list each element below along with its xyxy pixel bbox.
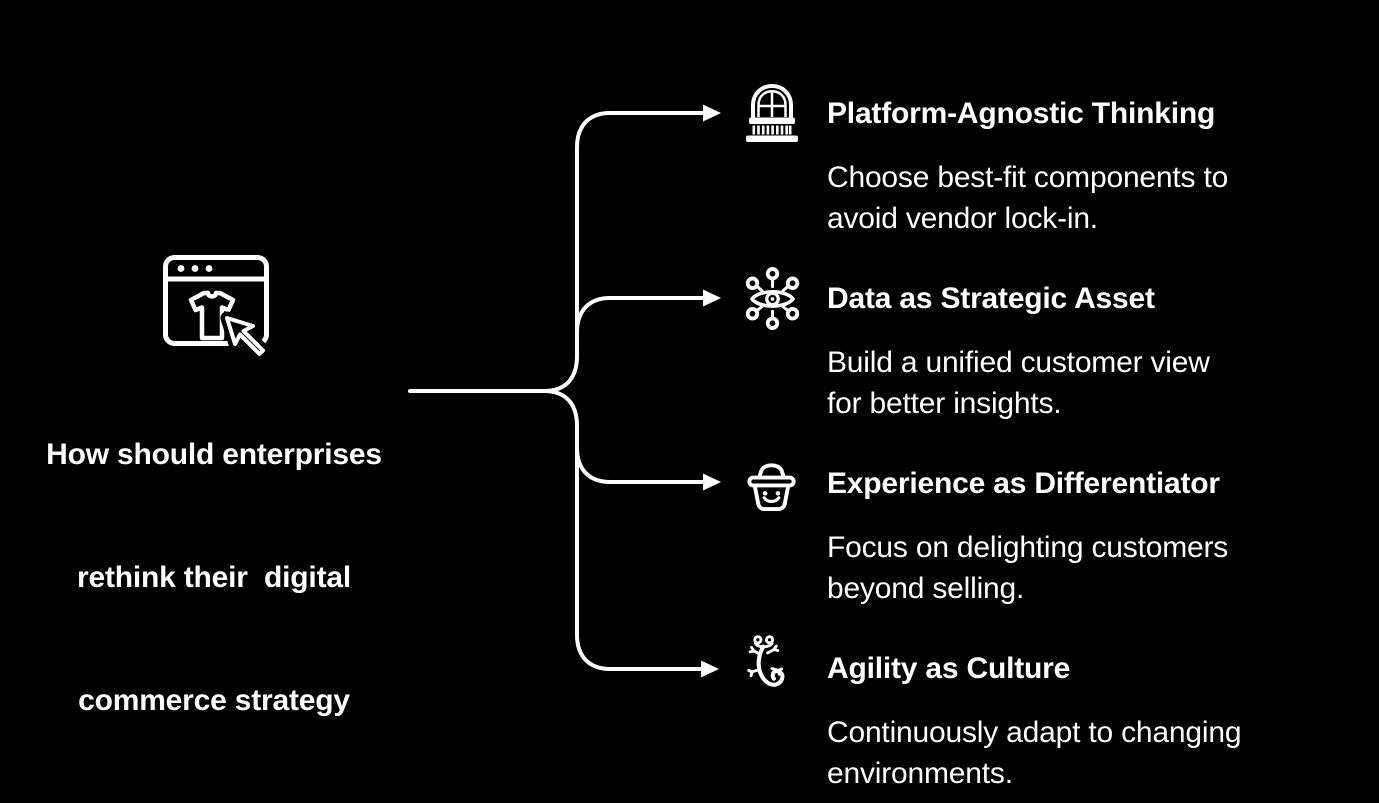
center-question-line: commerce strategy — [78, 684, 350, 717]
smiling-basket-icon — [747, 463, 796, 512]
branch-title: Platform-Agnostic Thinking — [827, 97, 1216, 130]
branch-agility: Agility as Culture Continuously adapt to… — [827, 651, 1327, 794]
branch-description-line: Choose best-fit components to — [827, 161, 1229, 194]
data-network-eye-icon — [745, 267, 800, 330]
arrowhead-2 — [703, 289, 721, 307]
balcony-icon — [746, 83, 798, 142]
branch-platform-agnostic: Platform-Agnostic Thinking Choose best-f… — [827, 96, 1327, 239]
connector-branch-1 — [542, 111, 705, 393]
center-question-line: How should enterprises — [46, 438, 382, 471]
branch-title: Experience as Differentiator — [827, 467, 1220, 500]
arrowhead-4 — [701, 660, 719, 678]
connector-branch-4 — [542, 389, 703, 671]
branch-description: Build a unified customer view for better… — [827, 342, 1327, 424]
branch-data-asset: Data as Strategic Asset Build a unified … — [827, 281, 1327, 424]
branch-description: Continuously adapt to changing environme… — [827, 712, 1327, 794]
branch-description-line: beyond selling. — [827, 572, 1025, 605]
lizard-icon — [747, 635, 785, 687]
connector-branch-2 — [575, 296, 705, 334]
branch-description-line: for better insights. — [827, 387, 1062, 420]
branch-description: Choose best-fit components to avoid vend… — [827, 157, 1327, 239]
branch-description: Focus on delighting customers beyond sel… — [827, 527, 1327, 609]
branch-title: Agility as Culture — [827, 652, 1071, 685]
connector-branch-3 — [575, 446, 705, 484]
center-question-line: rethink their digital — [77, 561, 351, 594]
branch-description-line: Continuously adapt to changing — [827, 716, 1242, 749]
branch-description-line: Focus on delighting customers — [827, 531, 1229, 564]
branch-experience: Experience as Differentiator Focus on de… — [827, 466, 1327, 609]
branch-description-line: Build a unified customer view — [827, 346, 1210, 379]
branch-description-line: avoid vendor lock-in. — [827, 202, 1098, 235]
arrowhead-3 — [703, 473, 721, 491]
branch-title: Data as Strategic Asset — [827, 282, 1155, 315]
arrowhead-1 — [703, 104, 721, 122]
center-question: How should enterprises rethink their dig… — [18, 352, 410, 803]
browser-shirt-cursor-icon — [163, 255, 270, 361]
branch-description-line: environments. — [827, 757, 1013, 790]
